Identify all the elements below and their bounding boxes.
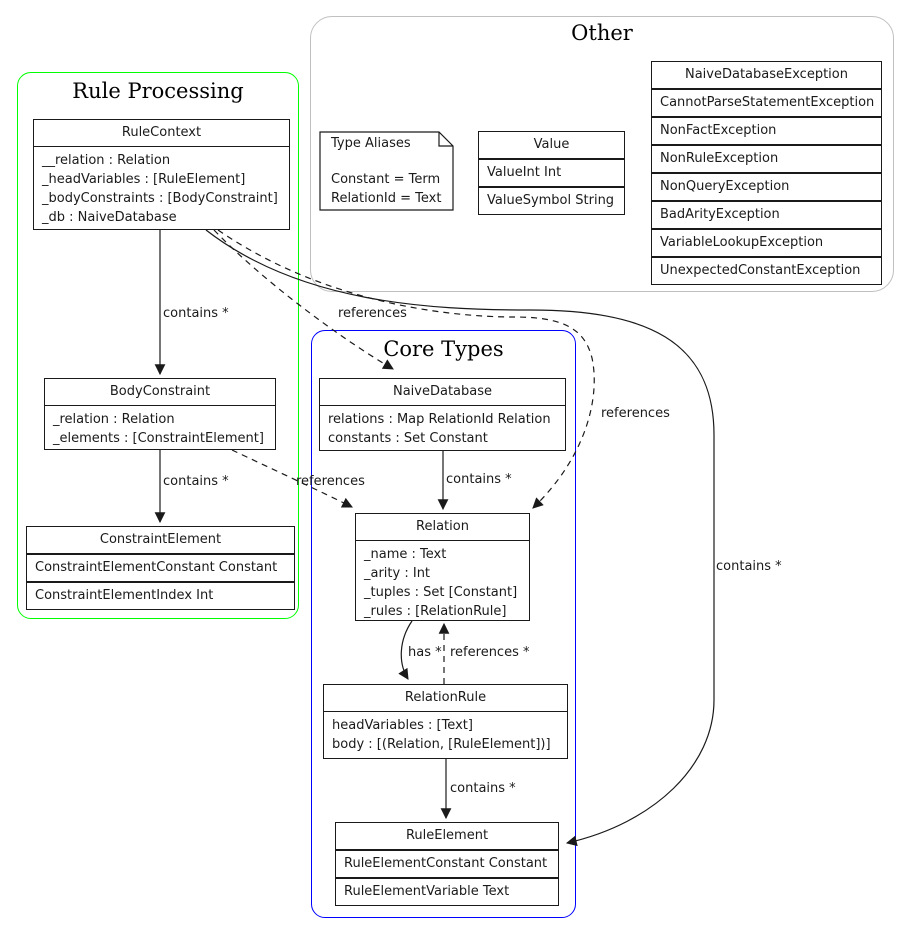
cluster-core-types-title: Core Types [383,337,504,361]
edge-bodyconstraint-to-relation [231,449,353,508]
variant-row: CannotParseStatementException [651,89,882,117]
edge-label-contains: contains * [716,559,782,574]
class-bodyconstraint-title: BodyConstraint [45,379,275,406]
edge-rulecontext-to-relation [217,229,595,509]
edge-label-references: references [338,306,407,321]
field: headVariables : [Text] [332,718,473,733]
variant-row: ValueInt Int [478,159,625,187]
variant-row: NonFactException [651,117,882,145]
cluster-other-title: Other [571,21,633,45]
class-bodyconstraint: BodyConstraint _relation : Relation _ele… [44,378,276,450]
edge-label-contains: contains * [446,472,512,487]
field: relations : Map RelationId Relation [328,412,551,427]
class-ruleelement: RuleElement RuleElementConstant Constant… [335,822,559,906]
variant-row: RuleElementConstant Constant [335,850,559,878]
edge-rulecontext-to-naivedatabase [213,229,394,370]
variant-row: ConstraintElementIndex Int [26,582,295,610]
edge-label-references: references [296,474,365,489]
field: _relation : Relation [53,412,175,427]
note-shape [319,131,454,211]
variant-row: VariableLookupException [651,229,882,257]
field: __relation : Relation [42,153,171,168]
variant-row: NonQueryException [651,173,882,201]
variant-row: UnexpectedConstantException [651,257,882,285]
field: _tuples : Set [Constant] [364,585,518,600]
field: constants : Set Constant [328,431,488,446]
class-value: Value ValueInt Int ValueSymbol String [478,131,625,215]
variant-row: RuleElementVariable Text [335,878,559,906]
edge-label-references: references [601,406,670,421]
field: _db : NaiveDatabase [42,210,177,225]
edge-label-contains: contains * [450,781,516,796]
note-title: Type Aliases [331,136,411,151]
class-naivedatabaseexception-title: NaiveDatabaseException [651,61,882,89]
field: _name : Text [364,547,447,562]
class-rulecontext-title: RuleContext [34,120,289,147]
class-naivedatabase-title: NaiveDatabase [320,379,565,406]
class-constraintelement: ConstraintElement ConstraintElementConst… [26,526,295,610]
class-naivedatabase: NaiveDatabase relations : Map RelationId… [319,378,566,451]
edge-rulecontext-to-ruleelement [205,229,715,847]
edge-label-references: references * [450,645,530,660]
class-value-title: Value [478,131,625,159]
edge-relation-to-relationrule [398,620,413,680]
class-relationrule: RelationRule headVariables : [Text] body… [323,684,568,759]
cluster-other: Other [310,16,894,292]
cluster-rule-processing: Rule Processing [17,72,299,619]
class-ruleelement-title: RuleElement [335,822,559,850]
cluster-rule-processing-title: Rule Processing [72,79,244,103]
note-line: RelationId = Text [331,191,442,206]
class-relationrule-title: RelationRule [324,685,567,712]
edge-label-contains: contains * [163,306,229,321]
field: _headVariables : [RuleElement] [42,172,246,187]
class-constraintelement-title: ConstraintElement [26,526,295,554]
class-relation: Relation _name : Text _arity : Int _tupl… [355,513,530,621]
class-rulecontext: RuleContext __relation : Relation _headV… [33,119,290,230]
edge-label-contains: contains * [163,474,229,489]
note-line: Constant = Term [331,172,441,187]
variant-row: NonRuleException [651,145,882,173]
field: _arity : Int [364,566,431,581]
variant-row: ConstraintElementConstant Constant [26,554,295,582]
field: _bodyConstraints : [BodyConstraint] [42,191,278,206]
field: _elements : [ConstraintElement] [53,431,264,446]
variant-row: BadArityException [651,201,882,229]
cluster-core-types: Core Types [311,330,576,918]
class-naivedatabaseexception: NaiveDatabaseException CannotParseStatem… [651,61,882,285]
field: body : [(Relation, [RuleElement])] [332,737,551,752]
field: _rules : [RelationRule] [364,604,507,619]
edge-label-has: has * [408,645,442,660]
variant-row: ValueSymbol String [478,187,625,215]
class-relation-title: Relation [356,514,529,541]
